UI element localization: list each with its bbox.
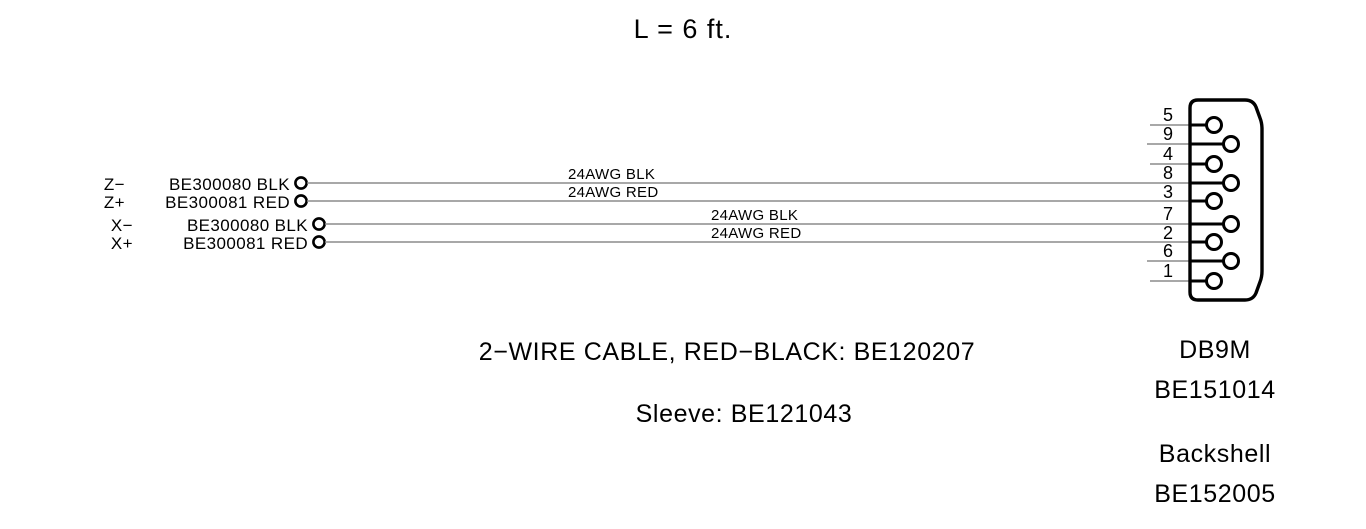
conductor-part-3: BE300081 RED [183,234,308,253]
signal-label-1: Z+ [104,193,125,212]
conductor-part-2: BE300080 BLK [187,216,308,235]
sleeve-caption: Sleeve: BE121043 [636,400,853,428]
terminal-circle-0 [294,176,308,190]
diagram-title: L = 6 ft. [634,14,733,44]
pin-number-2: 4 [1163,144,1173,164]
wire-label-2: 24AWG BLK [711,207,798,224]
pin-circle-1 [1205,272,1223,290]
wire-label-3: 24AWG RED [711,225,802,242]
terminal-circle-2 [312,217,326,231]
pin-circle-8 [1222,174,1240,192]
pin-number-7: 6 [1163,241,1173,261]
pin-circle-9 [1222,135,1240,153]
backshell-label: Backshell [1159,440,1271,468]
pin-circle-7 [1222,215,1240,233]
pin-circle-2 [1205,233,1223,251]
connector-type-label: DB9M [1179,336,1251,364]
signal-label-2: X− [111,216,133,235]
wire-label-0: 24AWG BLK [568,166,655,183]
pin-circle-3 [1205,192,1223,210]
signal-label-0: Z− [104,175,125,194]
pin-number-3: 8 [1163,163,1173,183]
connector-part-label: BE151014 [1154,376,1276,404]
conductor-part-0: BE300080 BLK [169,175,290,194]
pin-number-0: 5 [1163,105,1173,125]
pin-circle-4 [1205,155,1223,173]
pin-circle-6 [1222,252,1240,270]
pin-number-1: 9 [1163,124,1173,144]
pin-number-5: 7 [1163,204,1173,224]
terminal-circle-1 [294,194,308,208]
conductor-part-1: BE300081 RED [165,193,290,212]
pin-number-8: 1 [1163,261,1173,281]
wire-label-1: 24AWG RED [568,184,659,201]
pin-number-6: 2 [1163,223,1173,243]
cable-caption: 2−WIRE CABLE, RED−BLACK: BE120207 [479,338,975,366]
terminal-circle-3 [312,235,326,249]
signal-label-3: X+ [111,234,133,253]
backshell-part-label: BE152005 [1154,480,1276,508]
db9-connector-shell [1188,98,1264,302]
pin-circle-5 [1205,116,1223,134]
pin-number-4: 3 [1163,182,1173,202]
